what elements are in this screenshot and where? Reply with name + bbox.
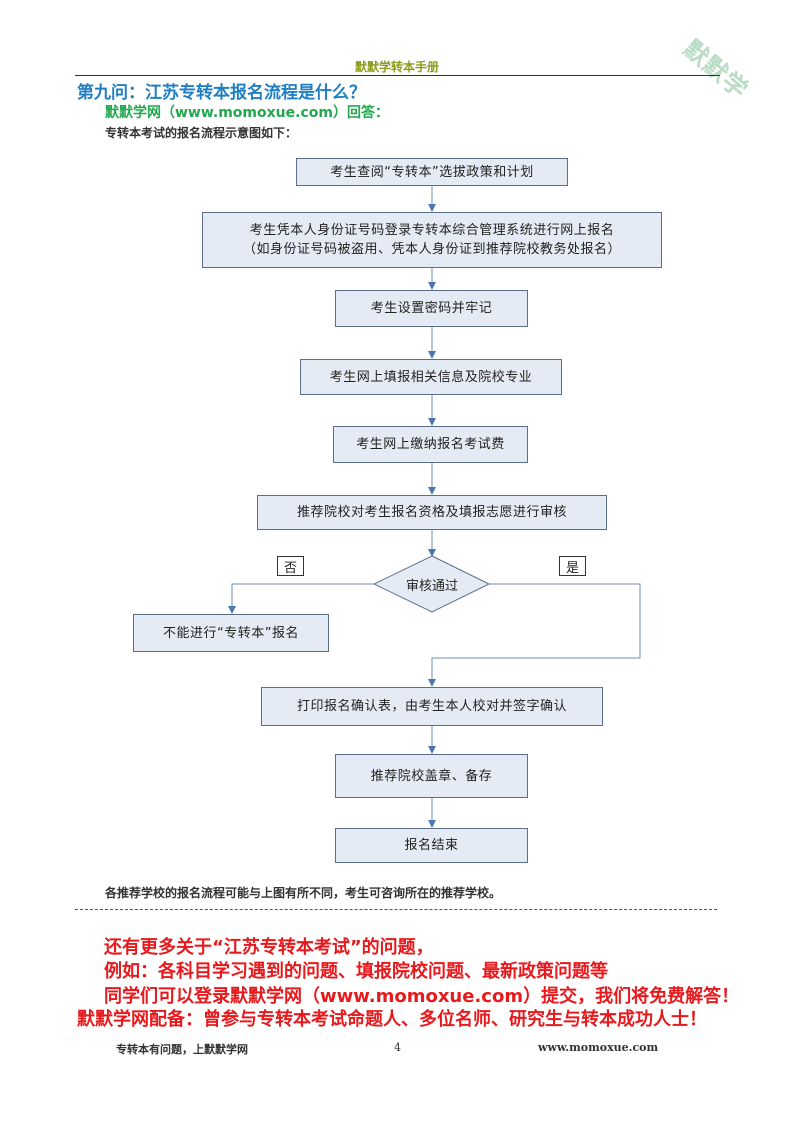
step-read-policy: 考生查阅“专转本”选拔政策和计划 xyxy=(296,158,568,186)
step-label: 打印报名确认表，由考生本人校对并签字确认 xyxy=(296,699,567,714)
step-fill-info: 考生网上填报相关信息及院校专业 xyxy=(300,359,562,395)
step-label: 考生查阅“专转本”选拔政策和计划 xyxy=(330,164,534,180)
promo-line-3: 同学们可以登录默默学网（www.momoxue.com）提交，我们将免费解答！ xyxy=(104,986,740,1007)
step-label: 推荐院校盖章、备存 xyxy=(370,768,493,784)
arrow-yes-branch xyxy=(428,583,641,687)
step-print-confirm: 打印报名确认表，由考生本人校对并签字确认 xyxy=(261,687,603,726)
question-title: 第九问：江苏专转本报名流程是什么？ xyxy=(77,83,366,103)
running-header: 默默学转本手册 xyxy=(354,60,439,74)
step-label: 考生设置密码并牢记 xyxy=(370,301,493,316)
flow-intro: 专转本考试的报名流程示意图如下： xyxy=(105,126,298,140)
step-label: 不能进行“专转本”报名 xyxy=(163,625,299,641)
flow-note: 各推荐学校的报名流程可能与上图有所不同，考生可咨询所在的推荐学校。 xyxy=(105,886,502,900)
promo-line-1: 还有更多关于“江苏专转本考试”的问题， xyxy=(104,937,434,958)
step-label: 考生网上缴纳报名考试费 xyxy=(356,437,505,452)
step-stamp-archive: 推荐院校盖章、备存 xyxy=(335,754,528,798)
header-rule xyxy=(75,75,720,76)
yes-branch-label: 是 xyxy=(559,556,586,576)
decision-label: 审核通过 xyxy=(405,579,458,594)
step-label: 推荐院校对考生报名资格及填报志愿进行审核 xyxy=(296,505,567,520)
footer-website: www.momoxue.com xyxy=(538,1041,659,1054)
footer-left: 专转本有问题，上默默学网 xyxy=(116,1043,248,1056)
step-label: 考生凭本人身份证号码登录专转本综合管理系统进行网上报名 （如身份证号码被盗用、凭… xyxy=(242,223,621,257)
step-reject: 不能进行“专转本”报名 xyxy=(133,614,329,652)
step-online-registration: 考生凭本人身份证号码登录专转本综合管理系统进行网上报名 （如身份证号码被盗用、凭… xyxy=(202,212,662,268)
arrow-no-branch xyxy=(228,583,374,614)
promo-line-4: 默默学网配备：曾参与专转本考试命题人、多位名师、研究生与转本成功人士！ xyxy=(77,1009,707,1030)
footer-page-number: 4 xyxy=(394,1041,401,1054)
step-review: 推荐院校对考生报名资格及填报志愿进行审核 xyxy=(257,495,607,530)
step-pay-fee: 考生网上缴纳报名考试费 xyxy=(333,426,528,463)
step-end: 报名结束 xyxy=(335,828,528,863)
step-label: 考生网上填报相关信息及院校专业 xyxy=(329,369,533,385)
no-branch-label: 否 xyxy=(277,556,304,576)
decision-diamond xyxy=(372,555,491,613)
promo-line-2: 例如：各科目学习遇到的问题、填报院校问题、最新政策问题等 xyxy=(104,961,608,982)
dashed-divider xyxy=(75,909,717,910)
step-label: 报名结束 xyxy=(404,838,459,853)
answer-line: 默默学网（www.momoxue.com）回答： xyxy=(105,105,389,121)
step-set-password: 考生设置密码并牢记 xyxy=(335,290,528,327)
